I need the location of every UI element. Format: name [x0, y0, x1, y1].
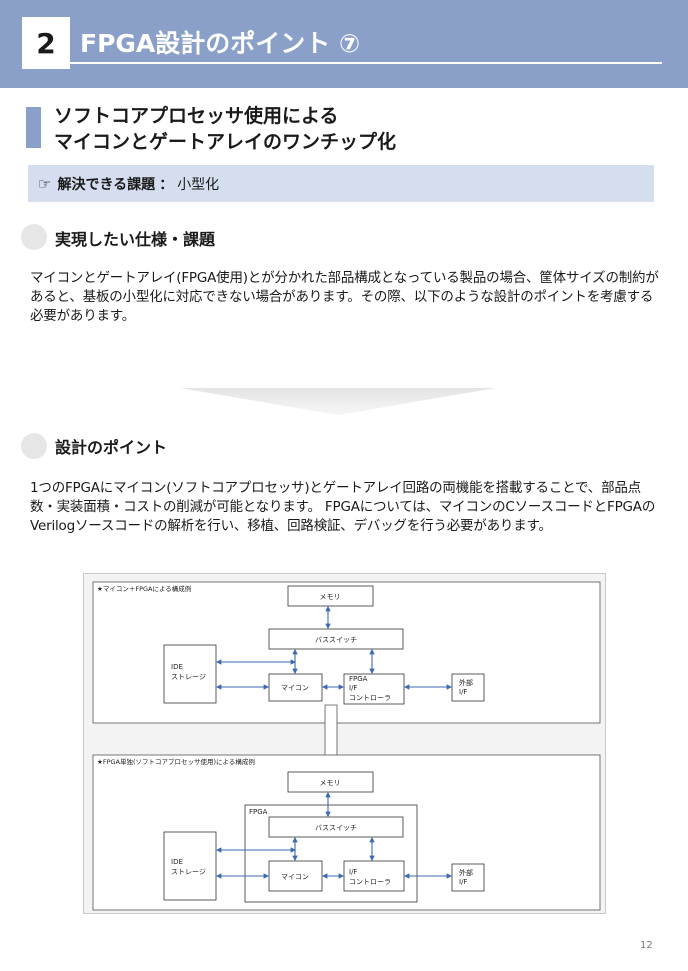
bottom-memory-label: メモリ: [320, 779, 341, 787]
spec-heading: 実現したい仕様・課題: [55, 230, 216, 249]
top-ide-label-1: IDE: [171, 663, 183, 671]
bottom-caption: ★FPGA単独(ソフトコアプロセッサ使用)による構成例: [97, 757, 255, 766]
points-heading: 設計のポイント: [55, 438, 168, 457]
bottom-mcu-label: マイコン: [281, 873, 309, 881]
bottom-if-label-2: コントローラ: [349, 878, 391, 886]
section-title: ソフトコアプロセッサ使用による マイコンとゲートアレイのワンチップ化: [54, 103, 396, 155]
issue-label: 解決できる課題: [57, 176, 156, 193]
top-bus-switch-label: バススイッチ: [315, 636, 357, 644]
bottom-ext-box: [451, 863, 485, 892]
page-header: 2 FPGA設計のポイント ⑦: [0, 0, 688, 88]
section-title-line2: マイコンとゲートアレイのワンチップ化: [54, 131, 397, 153]
issue-separator: ：: [159, 176, 174, 193]
architecture-diagram: ★マイコン＋FPGAによる構成例 メモリ バススイッチ IDE ストレージ マイ…: [83, 573, 606, 914]
bullet-circle-icon: [21, 433, 47, 459]
issue-box: ☞ 解決できる課題 ： 小型化: [28, 165, 654, 202]
top-ide-box: [163, 644, 217, 704]
top-fpga-if-label-2: I/F: [349, 684, 357, 692]
page-number: 12: [640, 940, 653, 951]
bottom-ide-label-2: ストレージ: [171, 868, 206, 876]
top-memory-label: メモリ: [320, 593, 341, 601]
top-ext-label-1: 外部: [459, 678, 473, 687]
bottom-bus-switch-label: バススイッチ: [315, 824, 357, 832]
pointing-hand-icon: ☞: [38, 174, 52, 193]
points-body: 1つのFPGAにマイコン(ソフトコアプロセッサ)とゲートアレイ回路の両機能を搭載…: [30, 480, 656, 534]
top-connectors: [215, 605, 453, 690]
bullet-circle-icon: [21, 224, 47, 250]
page-title: FPGA設計のポイント ⑦: [80, 29, 361, 58]
bottom-connectors: [215, 791, 453, 879]
bottom-if-box: [343, 860, 405, 892]
top-ext-label-2: I/F: [459, 688, 467, 696]
header-underline: [70, 62, 662, 64]
spec-body: マイコンとゲートアレイ(FPGA使用)とが分かれた部品構成となっている製品の場合…: [30, 270, 659, 324]
fpga-boundary-label: FPGA: [249, 808, 268, 816]
top-ide-label-2: ストレージ: [171, 673, 206, 681]
top-fpga-if-label-3: コントローラ: [349, 694, 391, 702]
issue-value: 小型化: [177, 176, 220, 193]
bottom-bus-switch-box: [268, 816, 404, 838]
top-caption: ★マイコン＋FPGAによる構成例: [97, 584, 191, 593]
top-mcu-label: マイコン: [281, 684, 309, 692]
bottom-ide-box: [163, 831, 217, 901]
fpga-boundary-box: [244, 804, 418, 903]
top-ext-box: [451, 673, 485, 702]
top-bus-switch-box: [268, 628, 404, 650]
section-number: 2: [22, 17, 70, 69]
top-fpga-if-label-1: FPGA: [349, 675, 368, 683]
down-arrow-icon: [180, 388, 496, 415]
bottom-ext-label-1: 外部: [459, 868, 473, 877]
section-title-line1: ソフトコアプロセッサ使用による: [54, 105, 339, 127]
section-accent-bar: [26, 107, 41, 148]
bottom-if-label-1: I/F: [349, 868, 357, 876]
bottom-ext-label-2: I/F: [459, 878, 467, 886]
bottom-ide-label-1: IDE: [171, 858, 183, 866]
